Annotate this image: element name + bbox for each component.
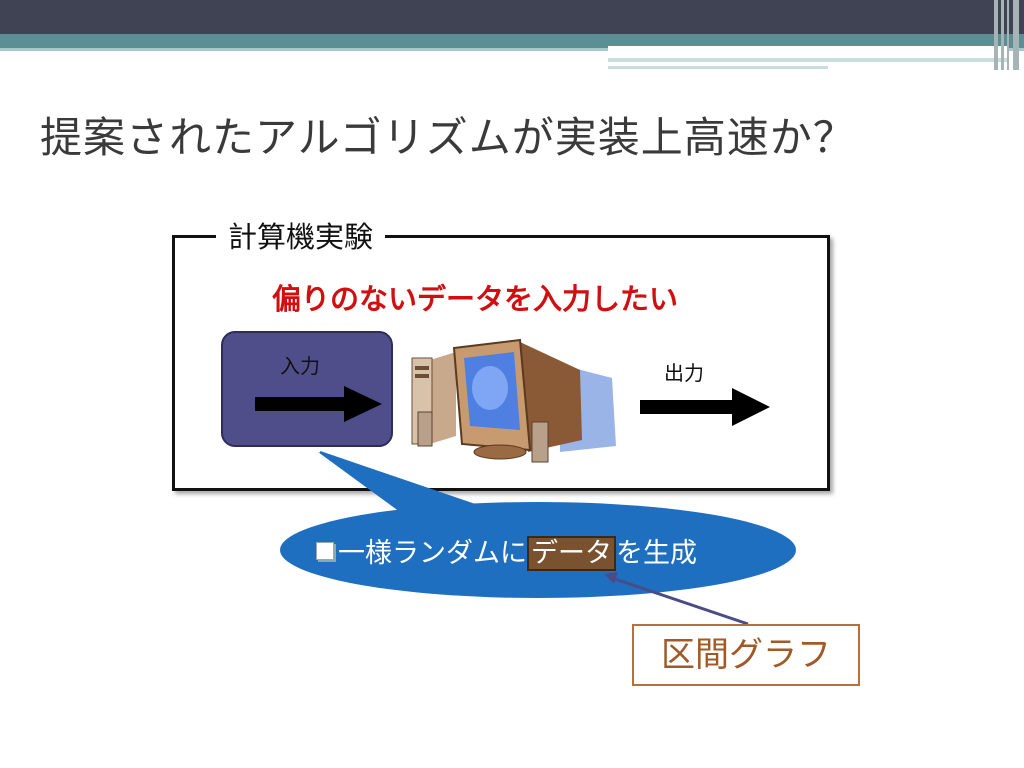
experiment-goal-text: 偏りのないデータを入力したい [272,282,679,316]
input-box [221,331,393,447]
bullet-square-icon [316,541,334,560]
header-vertical-bar [1013,0,1019,70]
input-label: 入力 [280,354,320,378]
header-vertical-bar [994,0,998,70]
interval-graph-label: 区間グラフ [632,624,860,686]
header-right-stripe-short [608,66,828,69]
header-vertical-bar [1001,0,1004,70]
callout-highlight: データ [527,536,616,571]
output-arrow [640,388,770,426]
header-bar [0,0,1024,34]
experiment-frame-label: 計算機実験 [216,214,386,256]
callout-prefix: 一様ランダムに [338,538,527,569]
callout-bubble [280,451,796,598]
output-label: 出力 [664,361,704,385]
header-accent-bar [0,34,1024,48]
annotation-pointer [604,572,749,626]
callout-text: 一様ランダムにデータを生成 [316,531,697,571]
header-accent-line [0,48,1024,51]
slide-title: 提案されたアルゴリズムが実装上高速か？ [40,113,856,162]
callout-suffix: を生成 [616,538,697,569]
computer-icon [411,338,616,463]
input-arrow [255,386,382,422]
header-right-stripe-line [608,58,1008,62]
header-vertical-bar [1007,0,1009,70]
